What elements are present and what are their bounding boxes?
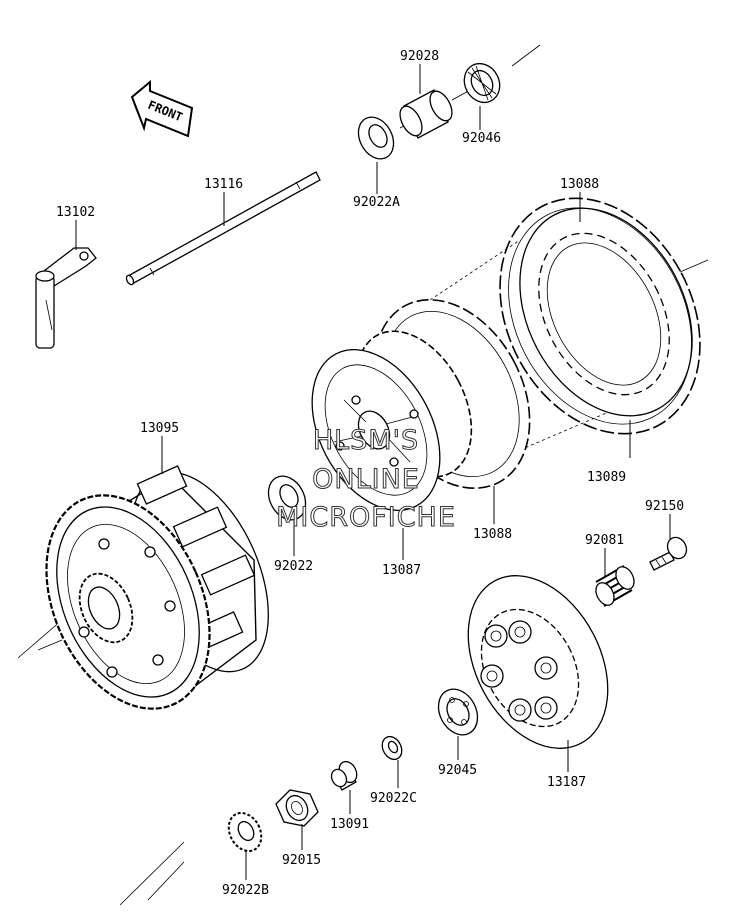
watermark-line-3: MICROFICHE (276, 502, 456, 533)
part-92022-washer (267, 475, 307, 521)
label-13187: 13187 (547, 775, 586, 790)
label-92045: 92045 (438, 763, 477, 778)
leader-lines (75, 64, 671, 880)
watermark-line-1: HLSM'S (313, 425, 419, 456)
part-13087-clutch-hub (311, 330, 473, 512)
part-92022A-washer (357, 116, 395, 160)
label-92022: 92022 (274, 559, 313, 574)
part-13187-pressure-plate (467, 575, 609, 749)
part-92081-spring (595, 565, 635, 607)
part-13088-friction-plate-top (499, 197, 701, 435)
part-92015-nut (275, 789, 319, 827)
part-13116-push-rod (125, 171, 321, 286)
watermark-line-2: ONLINE (312, 464, 420, 495)
part-13089-steel-plate (519, 207, 693, 417)
label-13116: 13116 (204, 177, 243, 192)
label-92015: 92015 (282, 853, 321, 868)
label-13095: 13095 (140, 421, 179, 436)
front-direction-arrow: FRONT (130, 79, 194, 138)
watermark: HLSM'S ONLINE MICROFICHE (276, 425, 456, 534)
label-92150: 92150 (645, 499, 684, 514)
label-13089: 13089 (587, 470, 626, 485)
label-13087: 13087 (382, 563, 421, 578)
part-92022C-washer (381, 735, 403, 761)
part-labels: 92028 92046 92022A 13116 13102 13088 130… (56, 49, 684, 898)
part-13095-clutch-housing (45, 465, 269, 710)
part-92045-ball-bearing (437, 688, 479, 736)
label-92022C: 92022C (370, 791, 417, 806)
label-13102: 13102 (56, 205, 95, 220)
label-92081: 92081 (585, 533, 624, 548)
label-92022B: 92022B (222, 883, 269, 898)
part-92046-needle-bearing (463, 62, 501, 104)
label-13088-top: 13088 (560, 177, 599, 192)
part-13102-release-lever (35, 247, 97, 349)
part-92028-collar (399, 89, 453, 139)
label-92022A: 92022A (353, 195, 400, 210)
part-92022B-lock-washer (227, 811, 263, 853)
label-13091: 13091 (330, 817, 369, 832)
label-92046: 92046 (462, 131, 501, 146)
label-13088-mid: 13088 (473, 527, 512, 542)
part-13091-collar (330, 760, 358, 791)
part-92150-bolt (649, 536, 688, 571)
label-92028: 92028 (400, 49, 439, 64)
